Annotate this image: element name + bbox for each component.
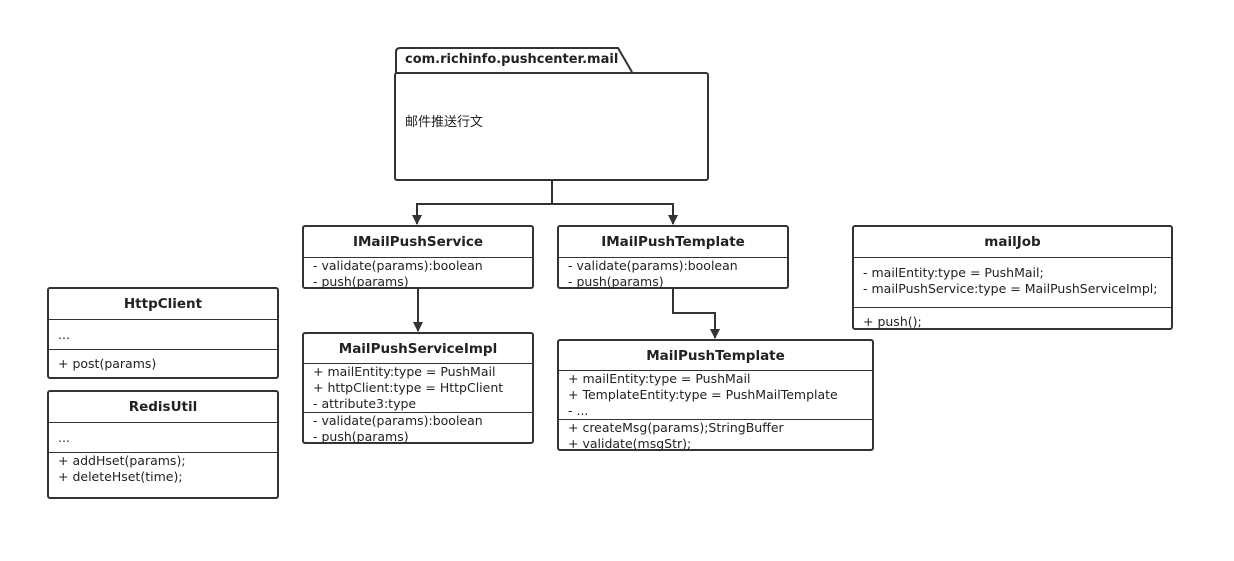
methods-section: + addHset(params); + deleteHset(time);	[49, 453, 277, 486]
class-name: HttpClient	[49, 289, 277, 320]
method: + createMsg(params);StringBuffer	[568, 420, 784, 435]
attributes-section: + mailEntity:type = PushMail + httpClien…	[304, 364, 532, 413]
class-imail-push-template[interactable]: IMailPushTemplate - validate(params):boo…	[557, 225, 789, 289]
method: - push(params)	[313, 429, 409, 444]
class-redis-util[interactable]: RedisUtil ... + addHset(params); + delet…	[47, 390, 279, 499]
attribute: + mailEntity:type = PushMail	[568, 371, 751, 386]
package-body	[394, 72, 709, 181]
attributes-section: - mailEntity:type = PushMail; - mailPush…	[854, 258, 1171, 308]
attribute: - attribute3:type	[313, 396, 417, 411]
class-name: mailJob	[854, 227, 1171, 258]
attributes-section: + mailEntity:type = PushMail + TemplateE…	[559, 371, 872, 420]
connector-package-to-services	[412, 181, 553, 225]
method: - push(params)	[568, 274, 664, 289]
methods-section: - validate(params):boolean - push(params…	[304, 413, 532, 446]
attribute: - ...	[568, 403, 589, 418]
methods-section: + post(params)	[49, 350, 277, 373]
class-mail-push-template[interactable]: MailPushTemplate + mailEntity:type = Pus…	[557, 339, 874, 451]
method: - validate(params):boolean	[313, 258, 483, 273]
class-name: IMailPushService	[304, 227, 532, 258]
attribute: + TemplateEntity:type = PushMailTemplate	[568, 387, 838, 402]
class-mail-job[interactable]: mailJob - mailEntity:type = PushMail; - …	[852, 225, 1173, 330]
attribute: + httpClient:type = HttpClient	[313, 380, 504, 395]
class-name: IMailPushTemplate	[559, 227, 787, 258]
method: + deleteHset(time);	[58, 469, 183, 484]
methods-section: - validate(params):boolean - push(params…	[304, 258, 532, 291]
attribute: ...	[58, 327, 70, 342]
method: - validate(params):boolean	[313, 413, 483, 428]
attribute: ...	[58, 430, 70, 445]
class-http-client[interactable]: HttpClient ... + post(params)	[47, 287, 279, 379]
package-name: com.richinfo.pushcenter.mail	[405, 52, 619, 67]
method: - push(params)	[313, 274, 409, 289]
attributes-section: ...	[49, 423, 277, 453]
attribute: - mailPushService:type = MailPushService…	[863, 281, 1158, 296]
class-name: MailPushServiceImpl	[304, 334, 532, 364]
method: + push();	[863, 314, 922, 329]
class-mail-push-service-impl[interactable]: MailPushServiceImpl + mailEntity:type = …	[302, 332, 534, 444]
attribute: - mailEntity:type = PushMail;	[863, 265, 1044, 280]
package-outline	[395, 47, 633, 73]
methods-section: - validate(params):boolean - push(params…	[559, 258, 787, 291]
package-note: 邮件推送行文	[405, 115, 484, 130]
method: + addHset(params);	[58, 453, 186, 468]
class-name: RedisUtil	[49, 392, 277, 423]
attribute: + mailEntity:type = PushMail	[313, 364, 496, 379]
connector-package-to-template	[552, 203, 678, 225]
package-node[interactable]: com.richinfo.pushcenter.mail 邮件推送行文	[394, 47, 709, 181]
class-name: MailPushTemplate	[559, 341, 872, 371]
method: + post(params)	[58, 356, 157, 371]
method: + validate(msgStr);	[568, 436, 692, 451]
attributes-section: ...	[49, 320, 277, 350]
method: - validate(params):boolean	[568, 258, 738, 273]
connector-template-to-impl	[672, 289, 720, 339]
class-imail-push-service[interactable]: IMailPushService - validate(params):bool…	[302, 225, 534, 289]
methods-section: + push();	[854, 308, 1171, 331]
methods-section: + createMsg(params);StringBuffer + valid…	[559, 420, 872, 453]
